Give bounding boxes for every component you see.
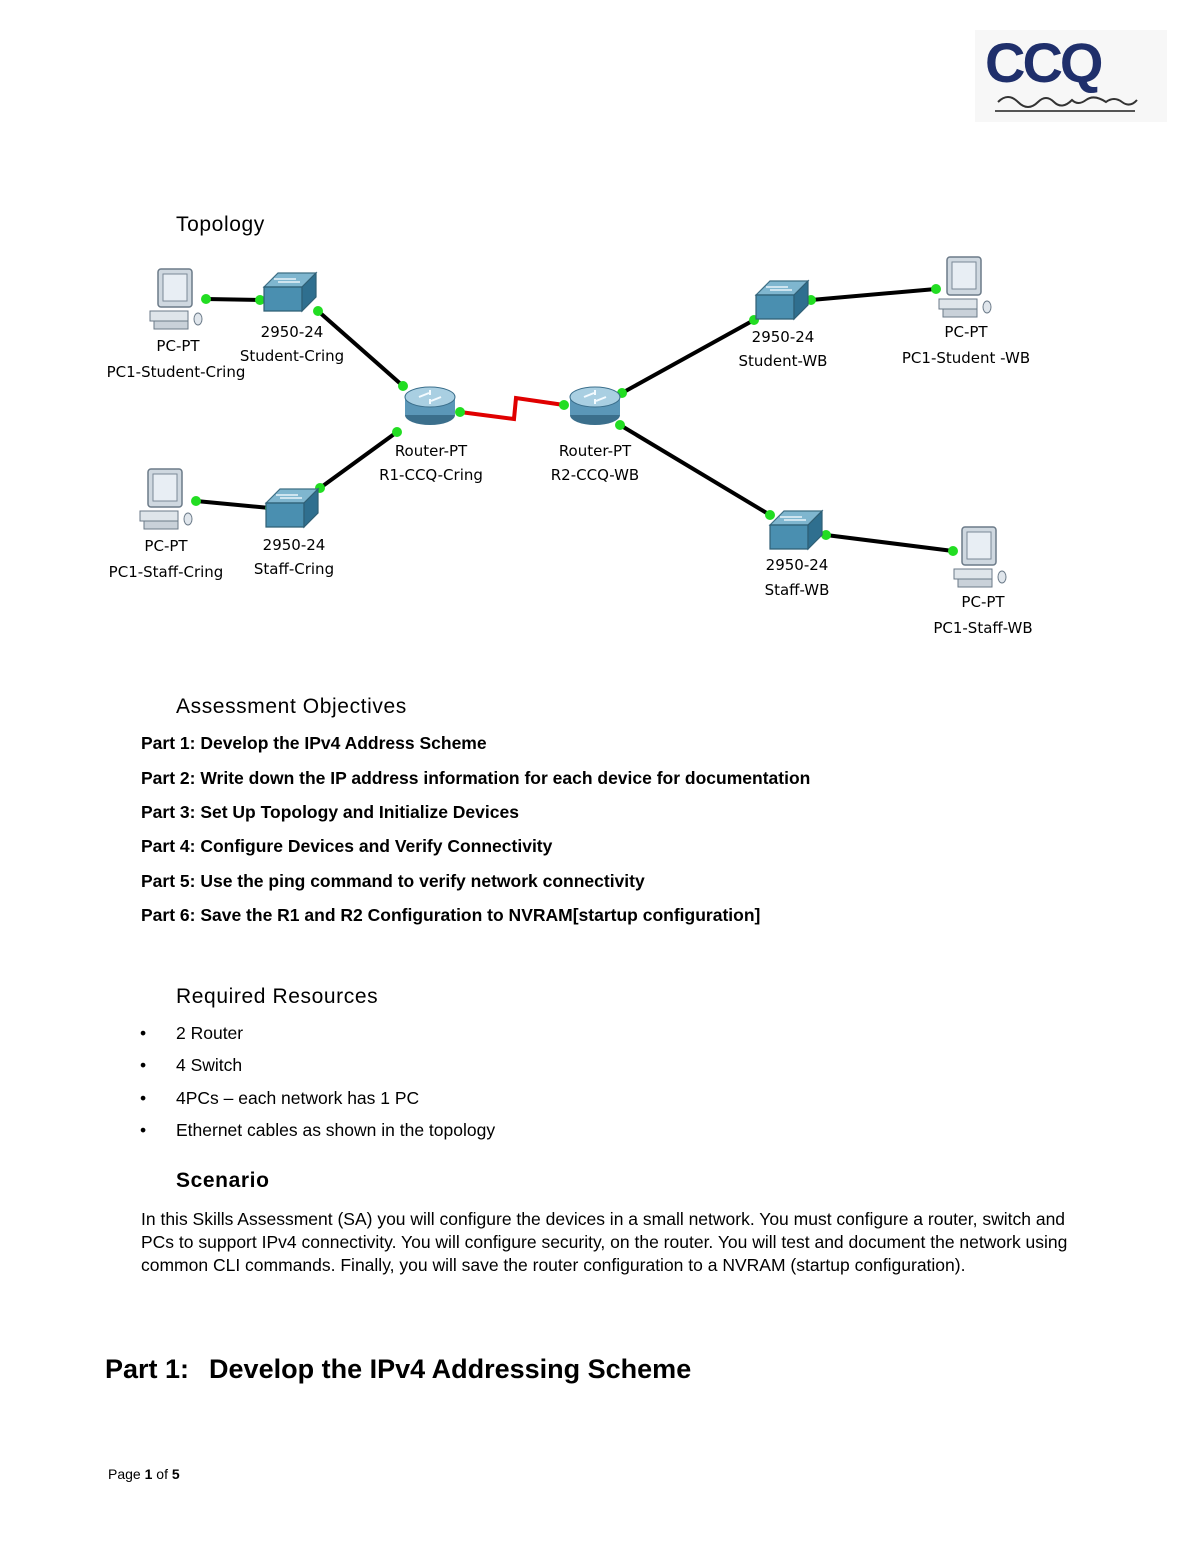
pc-icon	[140, 469, 192, 529]
switch-icon	[770, 511, 822, 549]
objective-item: Part 2: Write down the IP address inform…	[141, 768, 810, 789]
device-name: PC1-Staff-Cring	[109, 563, 224, 581]
resource-item: •2 Router	[140, 1023, 243, 1044]
objective-item: Part 5: Use the ping command to verify n…	[141, 871, 645, 892]
device-name: Staff-Cring	[254, 560, 334, 578]
footer-of-word: of	[156, 1466, 168, 1482]
bullet-icon: •	[140, 1055, 176, 1076]
switch-icon	[756, 281, 808, 319]
objective-item: Part 4: Configure Devices and Verify Con…	[141, 836, 552, 857]
footer-page-total: 5	[172, 1466, 180, 1482]
device-type: Router-PT	[559, 442, 632, 460]
topology-diagram: PC-PT PC1-Student-Cring 2950-24 Student-…	[100, 245, 1100, 650]
device-name: R2-CCQ-WB	[551, 466, 639, 484]
device-name: Student-WB	[739, 352, 828, 370]
pc-icon	[939, 257, 991, 317]
device-name: PC1-Student-Cring	[107, 363, 246, 381]
part1-title: Develop the IPv4 Addressing Scheme	[209, 1354, 691, 1384]
scenario-title: Scenario	[176, 1169, 270, 1193]
resource-text: 4 Switch	[176, 1055, 242, 1075]
resource-text: 4PCs – each network has 1 PC	[176, 1088, 419, 1108]
scenario-paragraph: In this Skills Assessment (SA) you will …	[141, 1208, 1101, 1277]
link-sw-pc-staff-wb	[826, 535, 953, 551]
device-type: PC-PT	[144, 537, 188, 555]
logo-text: CCQ	[985, 30, 1100, 95]
footer-page-word: Page	[108, 1466, 141, 1482]
bullet-icon: •	[140, 1023, 176, 1044]
bullet-icon: •	[140, 1088, 176, 1109]
link-pc-sw-staff-cring	[196, 501, 270, 508]
device-name: R1-CCQ-Cring	[379, 466, 483, 484]
part1-label: Part 1:	[105, 1354, 189, 1384]
resources-title: Required Resources	[176, 985, 378, 1009]
logo-arabic-script	[993, 90, 1143, 108]
link-serial-r1-r2	[460, 398, 564, 419]
switch-icon	[266, 489, 318, 527]
device-name: PC1-Staff-WB	[933, 619, 1032, 637]
device-type: Router-PT	[395, 442, 468, 460]
objective-item: Part 1: Develop the IPv4 Address Scheme	[141, 733, 487, 754]
logo-underline	[995, 110, 1135, 118]
ccq-logo: CCQ	[975, 30, 1167, 122]
resource-item: •4PCs – each network has 1 PC	[140, 1088, 419, 1109]
objective-item: Part 6: Save the R1 and R2 Configuration…	[141, 905, 760, 926]
device-type: PC-PT	[156, 337, 200, 355]
device-type: PC-PT	[944, 323, 988, 341]
link-pc-sw-student-cring	[206, 299, 260, 300]
device-name: Staff-WB	[765, 581, 830, 599]
device-type: PC-PT	[961, 593, 1005, 611]
device-type: 2950-24	[261, 323, 324, 341]
device-type: 2950-24	[752, 328, 815, 346]
link-r2-sw-student-wb	[622, 320, 754, 393]
link-sw-pc-student-wb	[811, 289, 936, 300]
resource-item: •4 Switch	[140, 1055, 242, 1076]
device-name: Student-Cring	[240, 347, 344, 365]
bullet-icon: •	[140, 1120, 176, 1141]
objectives-title: Assessment Objectives	[176, 695, 407, 719]
resource-text: 2 Router	[176, 1023, 243, 1043]
device-name: PC1-Student -WB	[902, 349, 1030, 367]
resource-text: Ethernet cables as shown in the topology	[176, 1120, 495, 1140]
footer-page-number: 1	[145, 1466, 153, 1482]
pc-icon	[150, 269, 202, 329]
topology-title: Topology	[176, 213, 265, 237]
objective-item: Part 3: Set Up Topology and Initialize D…	[141, 802, 519, 823]
resource-item: •Ethernet cables as shown in the topolog…	[140, 1120, 495, 1141]
link-r2-sw-staff-wb	[620, 425, 770, 515]
device-type: 2950-24	[263, 536, 326, 554]
pc-icon	[954, 527, 1006, 587]
page-footer: Page 1 of 5	[108, 1466, 180, 1482]
part1-heading: Part 1: Develop the IPv4 Addressing Schem…	[105, 1354, 691, 1385]
device-type: 2950-24	[766, 556, 829, 574]
router-icon	[570, 387, 620, 425]
router-icon	[405, 387, 455, 425]
switch-icon	[264, 273, 316, 311]
